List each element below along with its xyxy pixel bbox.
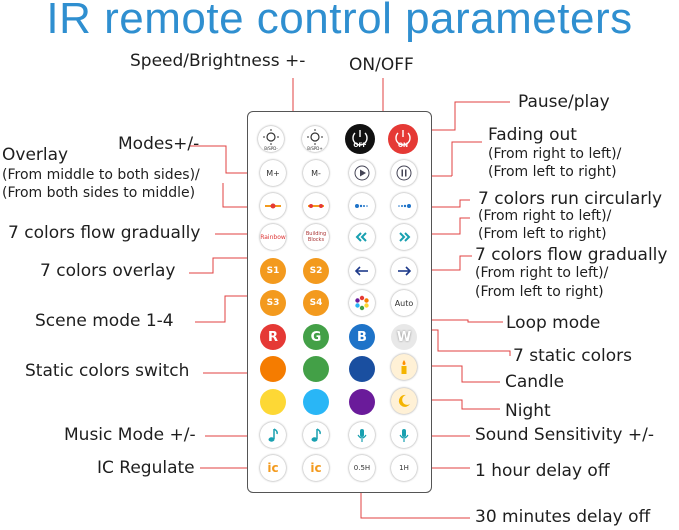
chevrons-right-icon [399,232,411,242]
overlay-in-icon [308,204,324,208]
microphone-icon [399,429,409,442]
scene-3-button[interactable]: S3 [260,290,286,316]
run-left-button[interactable] [349,193,375,219]
label-overlay-detail-1: (From middle to both sides)/ [2,167,200,183]
arrow-right-button[interactable] [391,258,417,284]
label-static-colors-switch: Static colors switch [25,361,190,381]
dots-right-icon [398,204,411,208]
arrow-left-button[interactable] [349,258,375,284]
music-note-icon [311,428,321,442]
on-button[interactable]: ON [388,124,418,154]
mode-minus-button[interactable]: M- [303,160,329,186]
flow-right-button[interactable] [391,224,417,250]
white-button[interactable]: W [391,324,417,350]
dots-left-icon [355,204,368,208]
overlay-out-button[interactable] [260,193,286,219]
svg-text:B/SPD-: B/SPD- [264,146,278,151]
pause-button[interactable] [391,160,417,186]
music-down-button[interactable] [260,422,286,448]
label-flow-gradually-left: 7 colors flow gradually [8,223,201,243]
label-colors-overlay: 7 colors overlay [40,261,176,281]
label-on-off: ON/OFF [349,55,414,75]
label-music-mode: Music Mode +/- [64,425,196,445]
half-hour-timer-button[interactable]: 0.5H [349,455,375,481]
music-note-icon [268,428,278,442]
overlay-in-button[interactable] [303,193,329,219]
ic-down-button[interactable]: ic [260,455,286,481]
sensitivity-down-button[interactable] [349,422,375,448]
microphone-icon [357,429,367,442]
orange-button[interactable] [260,356,286,382]
arrow-left-icon [354,266,368,276]
label-flow-gradually-right: 7 colors flow gradually [475,245,668,265]
label-flow-gradually-detail-1: (From right to left)/ [475,265,609,281]
ic-up-button[interactable]: ic [303,455,329,481]
label-overlay-detail-2: (From both sides to middle) [2,185,196,201]
blue-button[interactable]: B [349,324,375,350]
one-hour-timer-button[interactable]: 1H [391,455,417,481]
label-loop-mode: Loop mode [506,313,601,333]
light-green-button[interactable] [303,356,329,382]
candle-button[interactable] [391,354,417,380]
label-candle: Candle [505,372,565,392]
scene-1-button[interactable]: S1 [260,258,286,284]
brightness-up-button[interactable]: B/SPD+ [302,126,328,152]
multicolor-button[interactable] [349,290,375,316]
cyan-button[interactable] [303,389,329,415]
label-fading-out: Fading out [488,125,577,145]
purple-button[interactable] [349,389,375,415]
label-minutes-delay: 30 minutes delay off [475,507,651,527]
label-overlay: Overlay [2,145,69,165]
label-run-circularly: 7 colors run circularly [478,189,663,209]
sensitivity-up-button[interactable] [391,422,417,448]
color-wheel-icon [355,295,369,311]
flow-left-button[interactable] [349,224,375,250]
arrow-right-icon [398,266,412,276]
chevrons-left-icon [355,232,367,242]
label-hour-delay: 1 hour delay off [475,461,610,481]
label-run-circularly-detail-1: (From right to left)/ [478,208,612,224]
auto-button[interactable]: Auto [391,290,417,316]
red-button[interactable]: R [260,324,286,350]
label-flow-gradually-detail-2: (From left to right) [475,284,604,300]
label-fading-out-detail-2: (From left to right) [488,164,617,180]
building-blocks-button[interactable]: Building Blocks [303,224,329,250]
label-run-circularly-detail-2: (From left to right) [478,226,607,242]
label-modes: Modes+/- [118,134,200,154]
svg-text:OFF: OFF [353,142,366,149]
navy-button[interactable] [349,356,375,382]
scene-2-button[interactable]: S2 [303,258,329,284]
green-button[interactable]: G [303,324,329,350]
candle-icon [401,360,407,374]
sun-icon: B/SPD- [263,129,279,151]
off-button[interactable]: OFF [345,124,375,154]
sun-icon: B/SPD+ [307,129,323,151]
music-up-button[interactable] [303,422,329,448]
mode-plus-button[interactable]: M+ [260,160,286,186]
pause-icon [396,165,412,181]
label-pause-play: Pause/play [518,92,610,112]
night-button[interactable] [391,388,417,414]
run-right-button[interactable] [391,193,417,219]
label-fading-out-detail-1: (From right to left)/ [488,146,622,162]
label-static-colors: 7 static colors [513,346,633,366]
label-ic-regulate: IC Regulate [97,458,195,478]
power-on-icon: ON [395,130,411,149]
label-sound-sensitivity: Sound Sensitivity +/- [475,425,654,445]
svg-text:ON: ON [398,142,408,149]
yellow-button[interactable] [260,389,286,415]
label-night: Night [505,401,551,421]
moon-icon [398,394,410,407]
power-off-icon: OFF [352,130,368,149]
label-scene-mode: Scene mode 1-4 [35,311,174,331]
label-speed-brightness: Speed/Brightness +- [130,51,306,71]
brightness-down-button[interactable]: B/SPD- [258,126,284,152]
play-icon [354,165,370,181]
page-title: IR remote control parameters [46,0,633,43]
overlay-out-icon [265,203,281,209]
rainbow-button[interactable]: Rainbow [260,224,286,250]
play-button[interactable] [349,160,375,186]
scene-4-button[interactable]: S4 [303,290,329,316]
svg-text:B/SPD+: B/SPD+ [307,146,322,151]
